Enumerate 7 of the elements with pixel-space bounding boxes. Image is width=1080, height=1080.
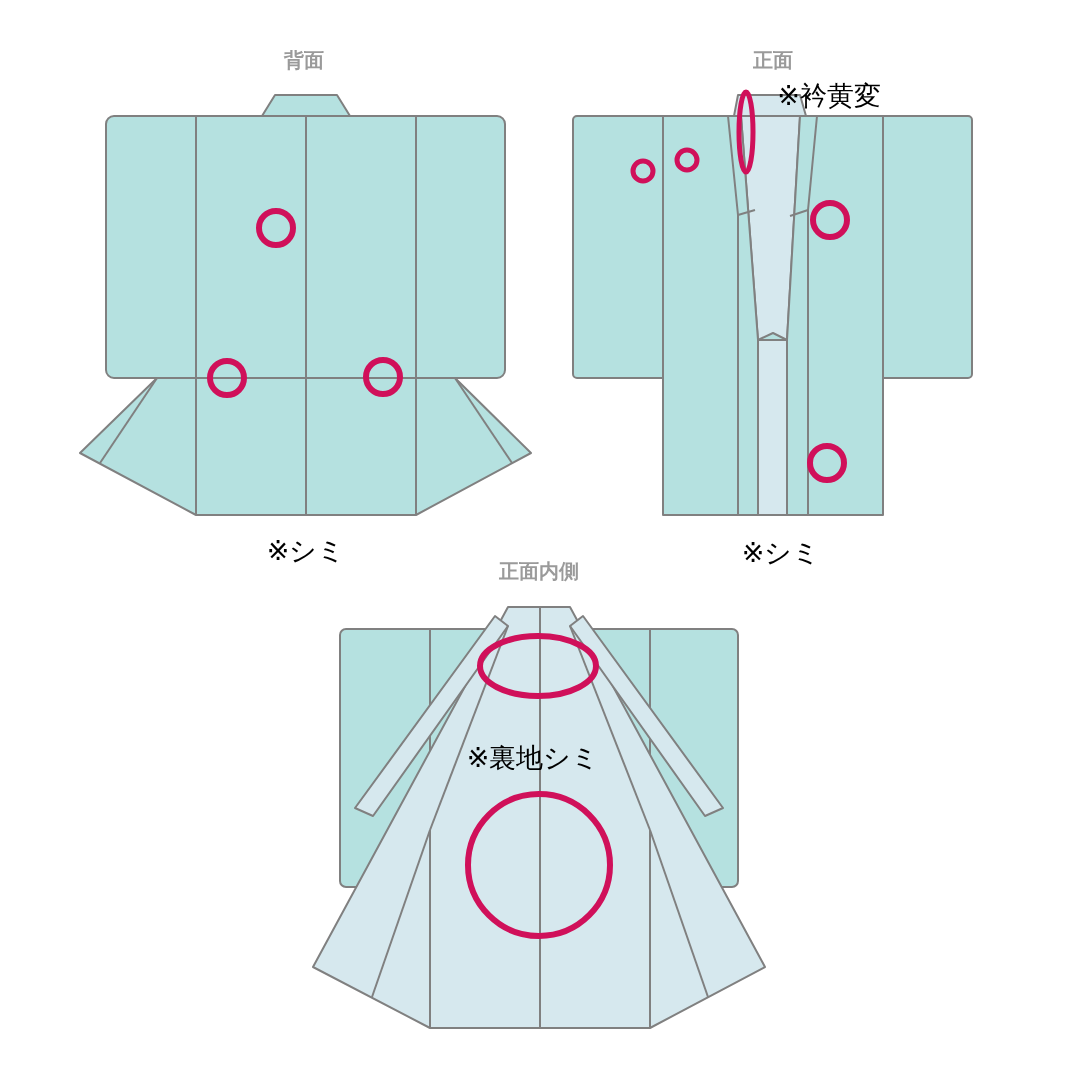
view-title: 正面内側 xyxy=(499,561,579,581)
damage-note: ※シミ xyxy=(266,536,346,564)
damage-note: ※裏地シミ xyxy=(466,743,600,771)
view-title: 正面 xyxy=(753,50,793,70)
view-title: 背面 xyxy=(284,50,324,70)
damage-note: ※シミ xyxy=(741,538,821,566)
damage-note: ※衿黄変 xyxy=(777,81,881,109)
